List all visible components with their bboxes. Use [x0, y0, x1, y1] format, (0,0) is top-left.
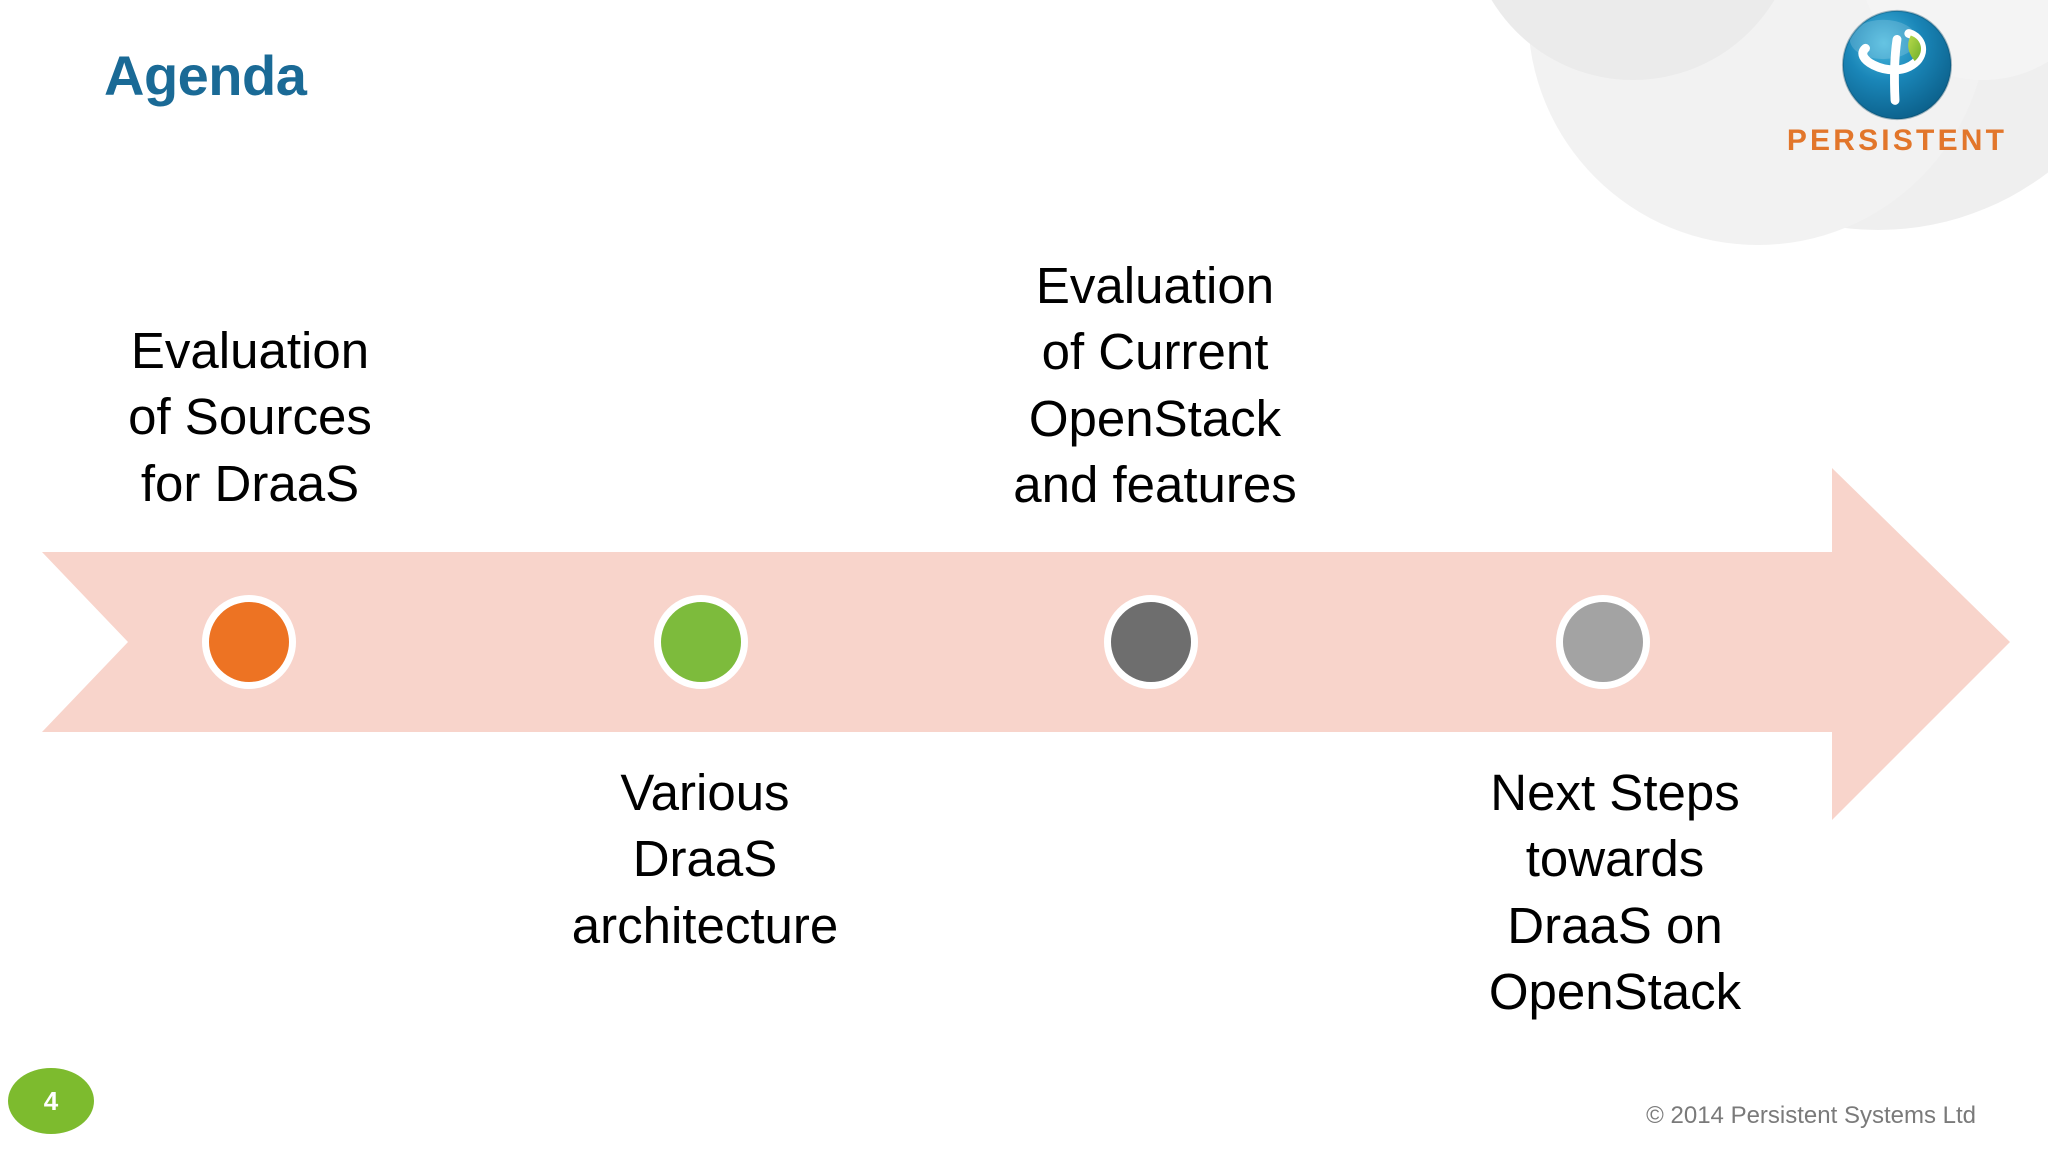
persistent-logo: PERSISTENT	[1772, 6, 2022, 156]
persistent-sphere-icon	[1841, 9, 1953, 121]
milestone-label-3: Evaluation of Current OpenStack and feat…	[1013, 257, 1297, 513]
page-number-badge: 4	[8, 1068, 94, 1134]
page-title: Agenda	[104, 44, 307, 107]
copyright-footer: © 2014 Persistent Systems Ltd	[1646, 1102, 1976, 1129]
milestone-dot-3[interactable]	[1104, 595, 1198, 689]
milestone-dot-4[interactable]	[1556, 595, 1650, 689]
milestone-dot-1[interactable]	[202, 595, 296, 689]
milestone-dot-2[interactable]	[654, 595, 748, 689]
timeline-arrow	[0, 460, 2048, 860]
decor-circle-small	[1468, 0, 1798, 80]
persistent-wordmark: PERSISTENT	[1786, 124, 2008, 157]
milestone-label-1: Evaluation of Sources for DraaS	[128, 322, 372, 512]
milestone-label-2: Various DraaS architecture	[571, 764, 839, 954]
timeline-arrow-shape	[42, 468, 2010, 820]
milestone-label-4: Next Steps towards DraaS on OpenStack	[1488, 764, 1742, 1020]
